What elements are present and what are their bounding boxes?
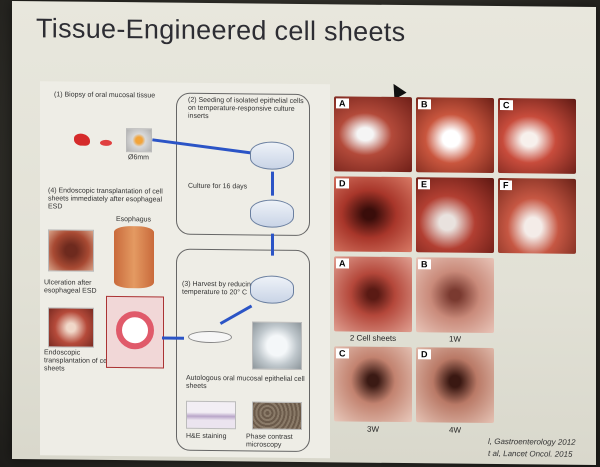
citation-gastroenterology: l, Gastroenterology 2012 (488, 436, 576, 447)
slide-title: Tissue-Engineered cell sheets (36, 13, 406, 48)
arrow-to-transplant (162, 336, 184, 340)
size-label: Ø6mm (128, 154, 149, 162)
step4-label: (4) Endoscopic transplantation of cell s… (48, 187, 163, 211)
phase-contrast-photo (252, 401, 302, 430)
process-diagram: (1) Biopsy of oral mucosal tissue Ø6mm (… (40, 81, 330, 459)
step1-label: (1) Biopsy of oral mucosal tissue (54, 91, 156, 100)
endoscopy-photo-c1: C (498, 98, 576, 174)
endoscopy-photo-b1: B (416, 97, 494, 173)
autologous-label: Autologous oral mucosal epithelial cell … (186, 374, 305, 391)
phase-label: Phase contrast microscopy (246, 433, 293, 449)
arrow-down-2 (271, 233, 274, 256)
he-staining-photo (186, 400, 236, 430)
presentation-slide: Tissue-Engineered cell sheets (1) Biopsy… (12, 0, 596, 466)
endoscopic-label: Endoscopic transplantation of cell sheet… (44, 349, 111, 373)
esophagus-label: Esophagus (116, 216, 152, 224)
caption-1w: 1W (449, 334, 461, 344)
endoscopy-photo-a1: A (334, 96, 412, 173)
ulceration-photo (48, 229, 94, 272)
esophagus-cross-section-icon (106, 295, 164, 369)
culture-label: Culture for 16 days (188, 182, 248, 191)
culture-insert-2 (250, 199, 294, 228)
endoscopy-photo-a2: A (334, 256, 412, 333)
endoscopy-photo-d2: D (416, 347, 494, 423)
ulceration-label: Ulceration after esophageal ESD (44, 279, 97, 295)
endoscopy-grid: A B C D E F A B 2 Cell sheets 1W C D 3W … (334, 96, 579, 461)
he-label: H&E staining (186, 432, 227, 441)
caption-4w: 4W (449, 425, 461, 435)
cell-sheet-dish-photo (252, 321, 302, 370)
endoscopy-photo-e1: E (416, 177, 494, 253)
citation-lancet-oncol: t al, Lancet Oncol. 2015 (488, 448, 573, 459)
esophagus-tube-icon (114, 226, 154, 289)
endoscopy-photo-c2: C (334, 346, 412, 423)
arrow-down-1 (271, 171, 274, 196)
endoscopy-photo-f1: F (498, 178, 576, 254)
biopsy-dish-photo (126, 128, 152, 153)
cell-sheet-icon (188, 330, 232, 344)
step2-label: (2) Seeding of isolated epithelial cells… (188, 96, 304, 121)
harvest-insert (250, 275, 294, 304)
tissue-piece-icon (100, 139, 112, 146)
transplant-photo (48, 307, 94, 348)
endoscopy-photo-b2: B (416, 257, 494, 333)
culture-insert-1 (250, 141, 294, 170)
caption-3w: 3W (367, 424, 379, 434)
biopsy-tissue-icon (74, 133, 90, 146)
caption-2-cell-sheets: 2 Cell sheets (349, 333, 397, 343)
endoscopy-photo-d1: D (334, 176, 412, 253)
